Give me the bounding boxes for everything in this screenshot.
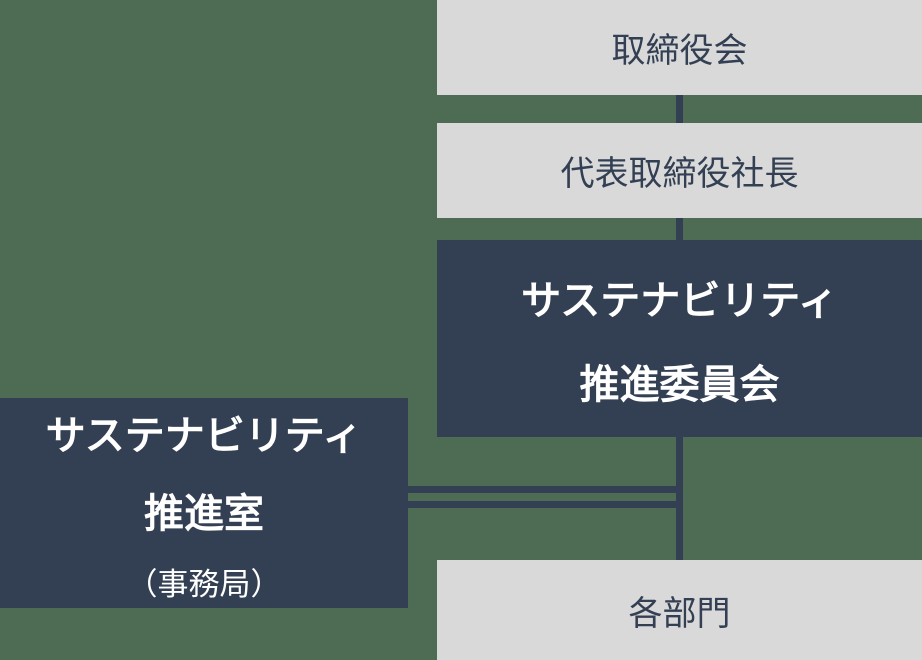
node-board-of-directors: 取締役会	[437, 0, 922, 95]
node-board-of-directors-label: 取締役会	[611, 31, 748, 71]
connector-committee-departments	[676, 437, 683, 560]
node-sustainability-committee-label-line1: サステナビリティ	[521, 277, 838, 324]
node-departments: 各部門	[437, 560, 922, 660]
node-departments-label: 各部門	[628, 593, 731, 634]
node-president: 代表取締役社長	[437, 123, 922, 218]
connector-board-president	[676, 95, 683, 123]
connector-office-trunk-upper	[408, 486, 683, 493]
node-sustainability-office: サステナビリティ 推進室 （事務局）	[0, 398, 408, 608]
node-sustainability-office-label-line1: サステナビリティ	[45, 412, 363, 459]
connector-office-trunk-lower	[408, 501, 683, 508]
connector-president-committee	[676, 218, 683, 240]
node-sustainability-committee: サステナビリティ 推進委員会	[437, 240, 922, 437]
node-sustainability-committee-label-line2: 推進委員会	[579, 361, 780, 408]
node-sustainability-office-label-line3: （事務局）	[126, 566, 282, 603]
node-president-label: 代表取締役社長	[560, 154, 799, 194]
node-sustainability-office-label-line2: 推進室	[144, 490, 264, 537]
